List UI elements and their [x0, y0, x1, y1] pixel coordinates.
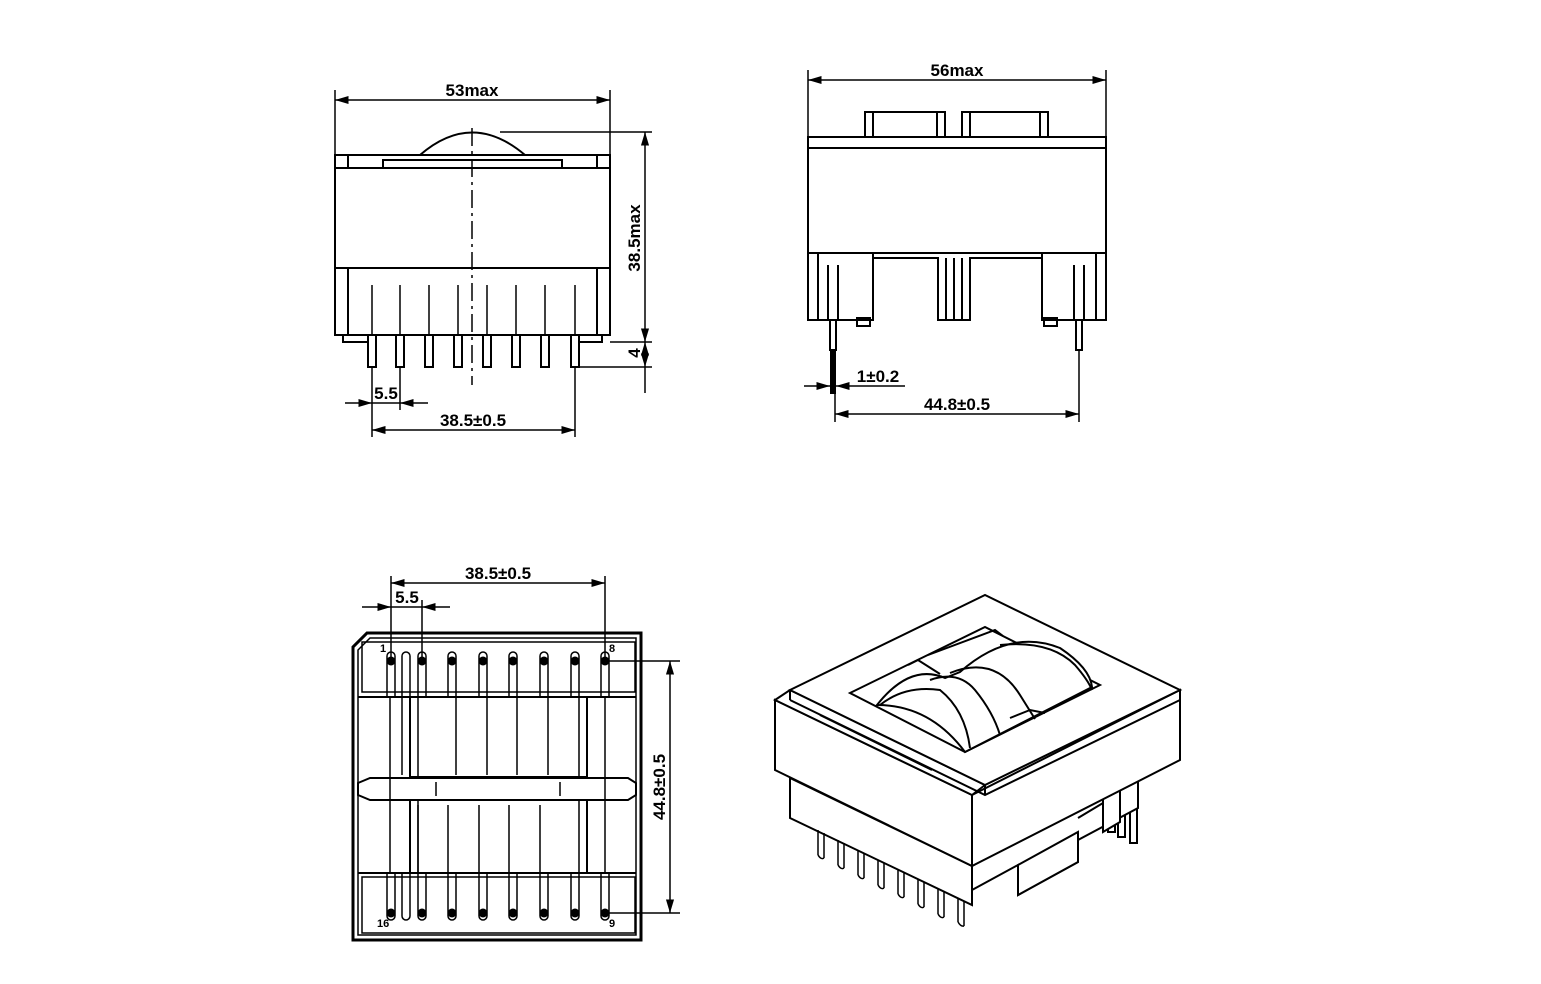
side-core: [807, 147, 1107, 254]
side-view: 56max 1±0.2 44.8±0.5: [804, 61, 1107, 422]
iso-core-side: [971, 688, 1181, 868]
pin-label-9: 9: [609, 918, 615, 930]
dim-side-width: 56max: [931, 61, 984, 80]
dim-front-pitch: 5.5: [374, 384, 398, 403]
dim-bottom-span: 38.5±0.5: [465, 564, 531, 583]
dim-side-pin-thickness: 1±0.2: [857, 367, 899, 386]
isometric-view: [772, 593, 1183, 927]
bottom-view: 1 8 9 16 38.5±0.5 5.5 44.8±0.5: [351, 564, 680, 942]
front-view: 53max 38.5max 4 5.5 38.5±0.5: [334, 81, 652, 437]
dim-bottom-row-spacing: 44.8±0.5: [650, 754, 669, 820]
bottom-outline: [351, 631, 643, 942]
front-pins: [367, 285, 580, 368]
pin-label-8: 8: [609, 643, 615, 655]
coil-bump-right: [961, 111, 1049, 137]
bottom-pin-dots: [386, 656, 610, 918]
pin-label-16: 16: [377, 918, 389, 930]
iso-front-pins: [817, 830, 965, 927]
dim-front-span: 38.5±0.5: [440, 411, 506, 430]
dim-front-pin-length: 4: [625, 348, 644, 358]
side-base: [807, 253, 1107, 321]
dim-bottom-pitch: 5.5: [395, 588, 419, 607]
side-top-plate: [807, 136, 1107, 149]
iso-coils: [874, 628, 1094, 754]
coil-bump-left: [864, 111, 946, 137]
dim-side-row-spacing: 44.8±0.5: [924, 395, 990, 414]
side-pins: [827, 265, 1085, 394]
dim-front-height: 38.5max: [625, 204, 644, 272]
dim-front-width: 53max: [446, 81, 499, 100]
pin-label-1: 1: [380, 643, 386, 655]
bottom-center-bar: [357, 777, 637, 801]
front-body-outline: [334, 154, 611, 336]
